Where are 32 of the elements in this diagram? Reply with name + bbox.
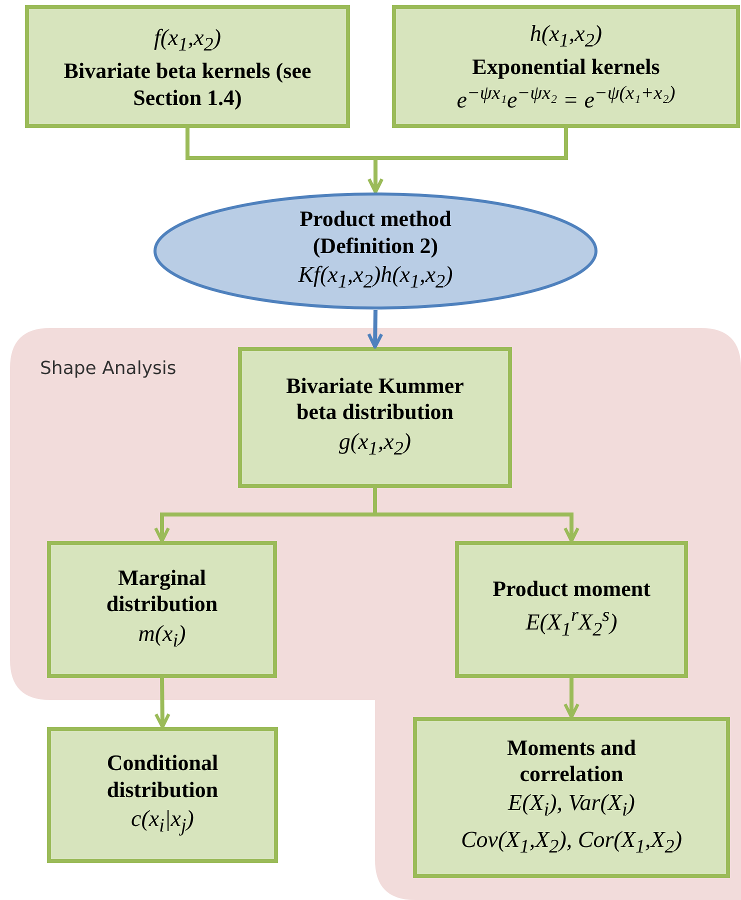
process-box (238, 347, 512, 488)
formula: c(x$_{i}$|x$_{j}$) (131, 805, 194, 839)
formula: m(x$_{i}$) (138, 620, 186, 654)
formula: h(x$_{1}$,x$_{2}$) (530, 20, 602, 54)
node-title: Bivariate beta kernels (see Section 1.4) (62, 58, 312, 112)
arrow (368, 128, 568, 194)
formula: E(X$_{i}$), Var(X$_{i}$) (508, 789, 635, 824)
process-box (47, 727, 278, 863)
region-label: Shape Analysis (40, 358, 176, 379)
process-box (392, 5, 740, 128)
process-box (25, 5, 350, 128)
process-ellipse (153, 192, 598, 310)
process-box (413, 717, 730, 878)
arrow (154, 678, 170, 729)
formula: g(x$_{1}$,x$_{2}$) (338, 428, 412, 462)
node-title: Product moment (492, 576, 650, 603)
node-title: Moments and correlation (506, 734, 637, 788)
process-box (47, 541, 277, 678)
formula: Kf(x$_{1}$,x$_{2}$)h(x$_{1}$,x$_{2}$) (298, 261, 453, 295)
arrow (564, 678, 580, 719)
node-title: Conditional distribution (106, 750, 220, 804)
node-title: Marginal distribution (105, 564, 219, 618)
formula: E(X$_{1}$$^{r}$X$_{2}$$^{s}$) (526, 604, 618, 642)
node-title: Product method (Definition 2) (298, 206, 452, 260)
process-box (455, 541, 688, 678)
arrow (367, 310, 384, 349)
node-title: Bivariate Kummer beta distribution (285, 372, 465, 426)
formula: f(x$_{1}$,x$_{2}$) (154, 24, 222, 58)
node-title: Exponential kernels (472, 54, 660, 81)
formula: Cov(X$_{1}$,X$_{2}$), Cor(X$_{1}$,X$_{2}$) (460, 826, 682, 860)
formula: e$^{−ψx₁}$e$^{−ψx₂}$ = e$^{−ψ(x₁+x₂)}$ (456, 82, 676, 114)
arrow (373, 488, 580, 543)
